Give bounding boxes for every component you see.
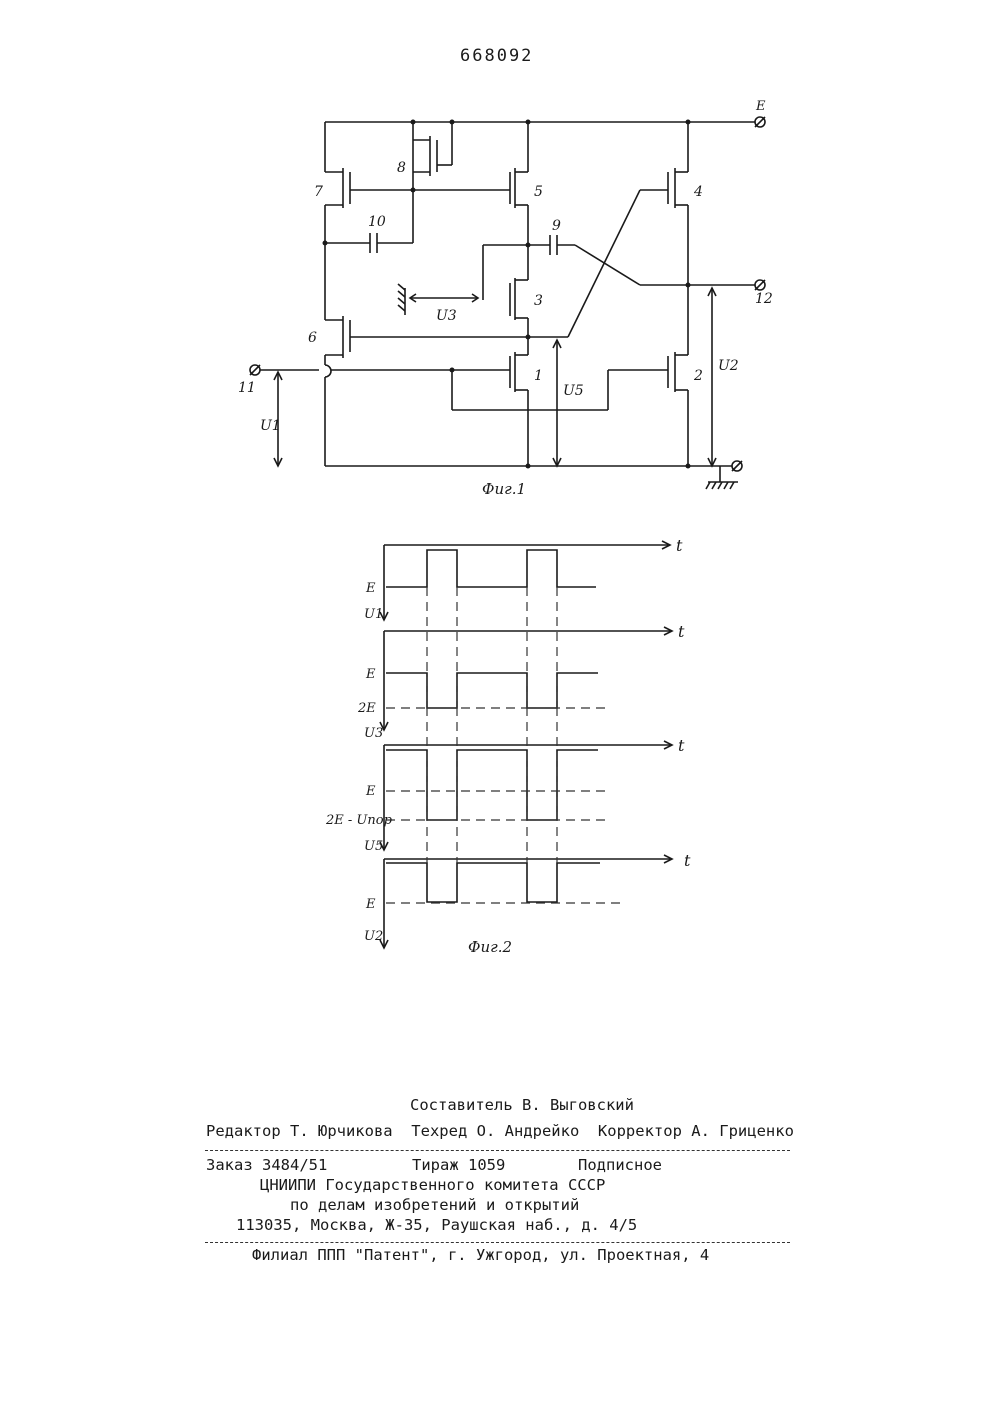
timing-diagram: t t t t E U1 E 2E U3 E 2E - Uпор U5 E U2… — [0, 520, 1000, 960]
axis-U3: U3 — [364, 726, 383, 741]
subscription: Подписное — [578, 1156, 662, 1174]
circuit-schematic: E 7 8 5 10 9 4 3 12 U3 6 1 2 U2 U5 11 U1… — [0, 0, 1000, 520]
branch-line: Филиал ППП "Патент", г. Ужгород, ул. Про… — [252, 1246, 709, 1264]
label-10: 10 — [368, 214, 386, 230]
address-line: 113035, Москва, Ж-35, Раушская наб., д. … — [236, 1216, 637, 1234]
label-5: 5 — [534, 184, 543, 200]
figure1-caption: Фиг.1 — [482, 480, 526, 498]
label-8: 8 — [397, 160, 406, 176]
t-label-1: t — [676, 536, 683, 555]
org-line-2: по делам изобретений и открытий — [290, 1196, 579, 1214]
label-U3: U3 — [436, 308, 457, 324]
label-U2: U2 — [718, 358, 739, 374]
axis-U2: U2 — [364, 929, 383, 944]
t-label-3: t — [678, 736, 685, 755]
label-2: 2 — [693, 368, 703, 384]
editors-line: Редактор Т. Юрчикова Техред О. Андрейко … — [206, 1122, 794, 1140]
label-3: 3 — [534, 293, 543, 309]
axis-U1: U1 — [364, 607, 383, 622]
label-1: 1 — [534, 368, 543, 384]
t-label-4: t — [684, 851, 691, 870]
t-label-2: t — [678, 622, 685, 641]
label-6: 6 — [308, 330, 317, 346]
rule-bottom — [205, 1242, 790, 1243]
label-U5: U5 — [563, 383, 584, 399]
level-2E: 2E — [357, 701, 376, 716]
figure2-caption: Фиг.2 — [468, 938, 512, 956]
label-12: 12 — [755, 291, 773, 307]
rule-top — [205, 1150, 790, 1151]
level-E-3: E — [365, 784, 376, 799]
level-E-1: E — [365, 581, 376, 596]
compiler-line: Составитель В. Выговский — [410, 1096, 634, 1114]
label-4: 4 — [693, 184, 703, 200]
label-U1: U1 — [260, 418, 281, 434]
level-2E-Upor: 2E - Uпор — [325, 813, 393, 828]
label-9: 9 — [552, 218, 561, 234]
level-E-2: E — [365, 667, 376, 682]
axis-U5: U5 — [364, 839, 383, 854]
label-7: 7 — [314, 184, 323, 200]
level-E-4: E — [365, 897, 376, 912]
order-number: Заказ 3484/51 — [206, 1156, 327, 1174]
org-line-1: ЦНИИПИ Государственного комитета СССР — [260, 1176, 605, 1194]
label-E: E — [755, 99, 766, 114]
label-11: 11 — [238, 380, 256, 396]
circulation: Тираж 1059 — [412, 1156, 505, 1174]
